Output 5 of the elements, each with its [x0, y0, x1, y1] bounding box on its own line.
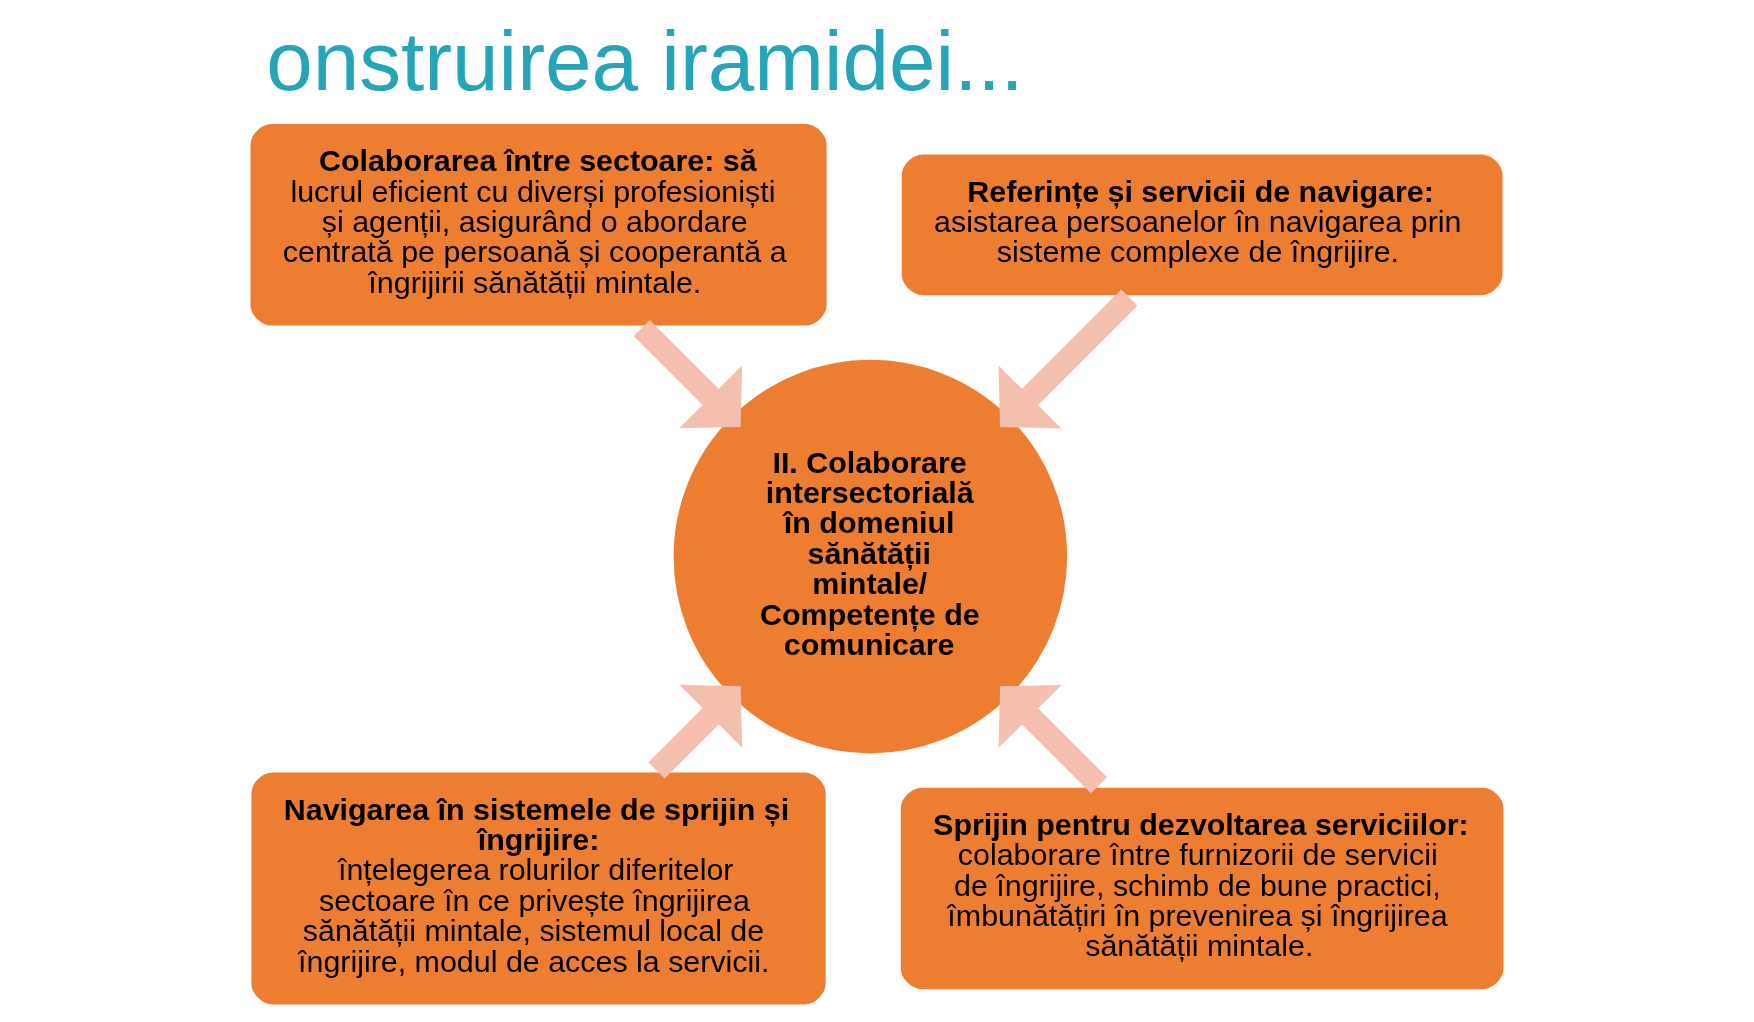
arrow	[633, 319, 743, 429]
arrow	[648, 684, 743, 779]
arrow	[998, 289, 1138, 429]
diagram-title: onstruirea iramidei...	[266, 14, 1024, 109]
arrow	[998, 684, 1108, 794]
